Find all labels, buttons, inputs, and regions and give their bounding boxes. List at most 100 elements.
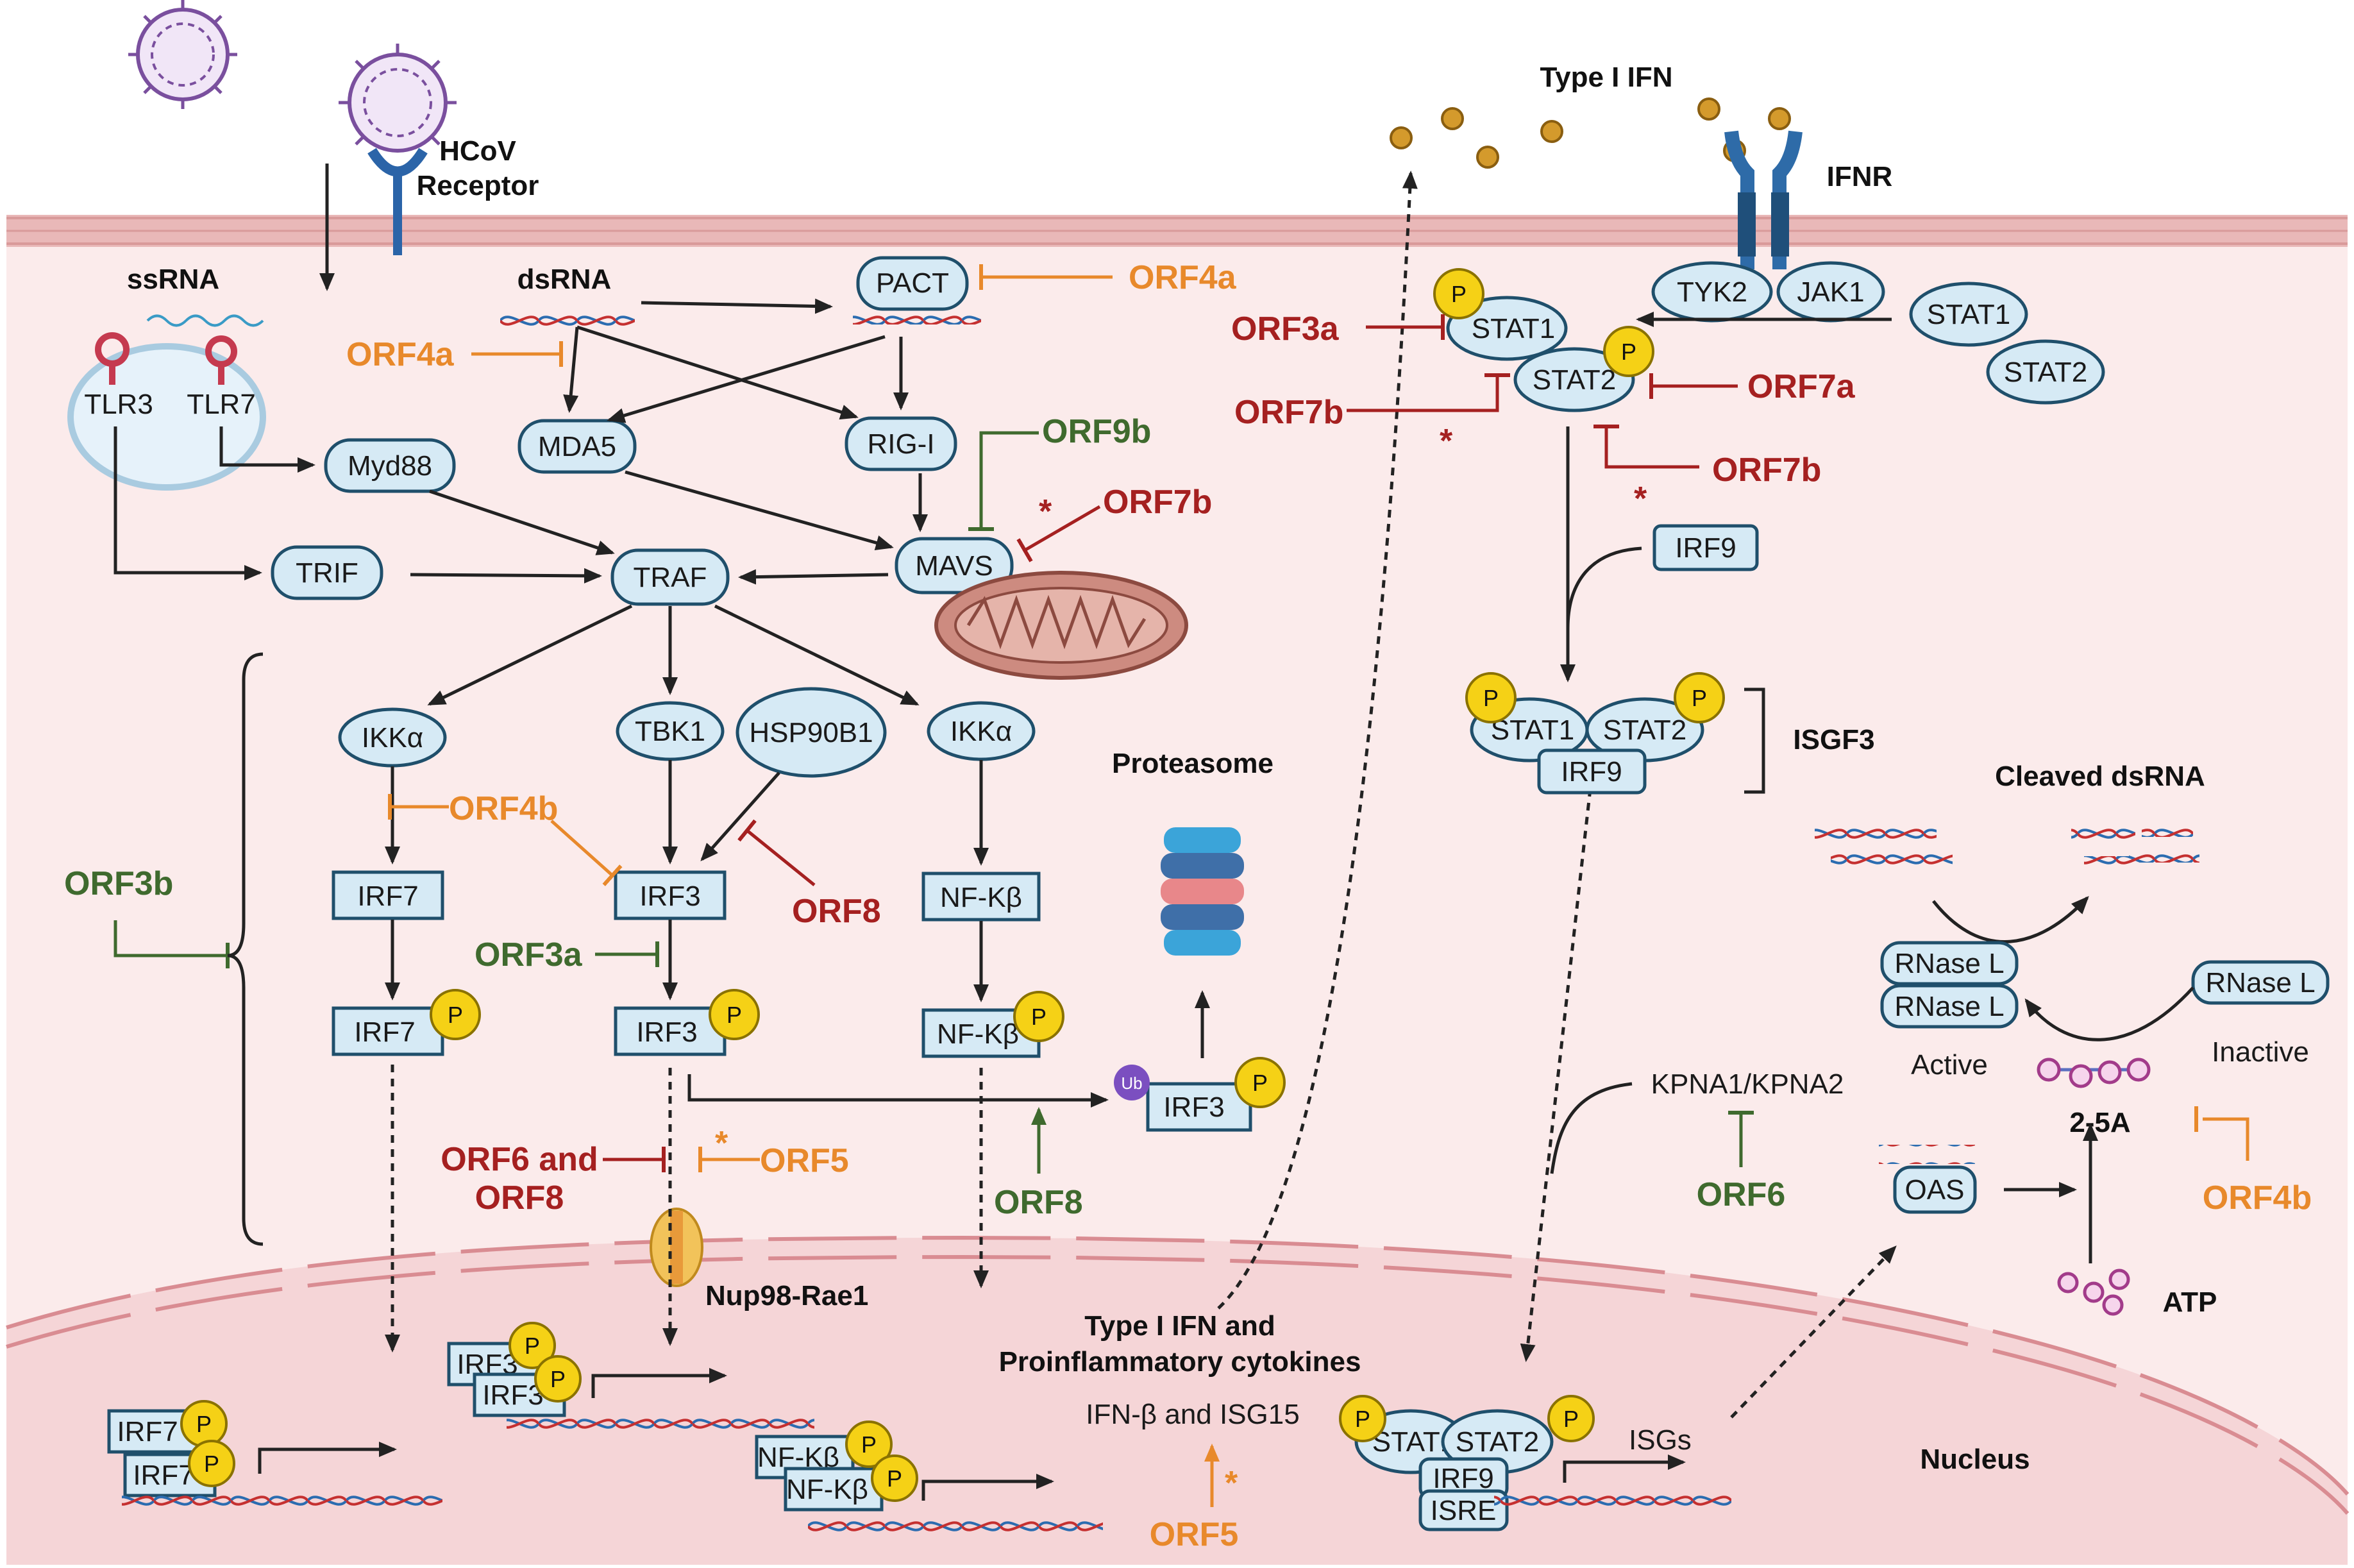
svg-text:ISRE: ISRE [1431,1495,1497,1526]
irf3-ubiquitinated-node: IRF3 Ub P [1114,1057,1286,1132]
nuclear-irf7-complex: IRF7 IRF7 P P [107,1400,442,1513]
svg-text:IRF9: IRF9 [1675,532,1736,564]
orf8-hsp-label: ORF8 [792,893,881,930]
isgf3-label: ISGF3 [1793,724,1874,755]
svg-text:TRIF: TRIF [296,557,358,589]
asterisk: * [1634,480,1647,518]
svg-text:P: P [1483,685,1499,711]
atp-label: ATP [2163,1286,2217,1318]
svg-text:PACT: PACT [876,267,949,299]
svg-text:STAT1: STAT1 [1491,714,1574,746]
ifnr-receptor-icon [1724,130,1803,269]
nup98-rae1-label: Nup98-Rae1 [705,1280,868,1311]
ssrna-icon [146,314,264,327]
isgf3-complex: STAT1 STAT2 P P IRF9 [1465,672,1725,795]
rnase-l-active-node: RNase L RNase L [1880,941,2019,1029]
two-5a-label: 2-5A [2069,1107,2130,1138]
svg-text:P: P [204,1451,219,1477]
orf5-nup-label: ORF5 [760,1142,849,1179]
svg-text:STAT1: STAT1 [1927,299,2010,330]
tlr7-receptor-icon [205,335,237,385]
svg-text:P: P [861,1431,877,1458]
brace [227,652,264,1246]
svg-text:RNase L: RNase L [2205,967,2315,999]
nucleus [6,1235,2350,1565]
irf7-phospho-node: IRF7 P [332,989,481,1056]
svg-text:P: P [1692,685,1707,711]
isgs-label: ISGs [1629,1424,1692,1456]
trif-node: TRIF [271,545,383,600]
nfkb-node: NF-Kβ [921,872,1041,922]
virus-icon [339,44,457,153]
oas-node: OAS [1893,1165,1977,1214]
svg-text:IRF3: IRF3 [639,881,700,912]
svg-text:IKKα: IKKα [950,716,1012,747]
stat2-phospho-node: STAT2 P [1513,326,1654,412]
svg-text:OAS: OAS [1905,1174,1965,1206]
svg-text:P: P [727,1002,742,1028]
dsrna-icon [500,301,635,327]
tlr3-label: TLR3 [84,389,153,420]
svg-text:RNase L: RNase L [1894,948,2004,979]
rnase-l-inactive-node: RNase L [2191,960,2330,1005]
svg-text:MAVS: MAVS [915,550,993,582]
svg-text:STAT2: STAT2 [2004,357,2087,388]
stat1-phospho-node: STAT1 P [1433,268,1568,361]
svg-text:IRF7: IRF7 [133,1460,194,1491]
tlr7-label: TLR7 [187,389,256,420]
tyk2-node: TYK2 [1651,261,1773,323]
svg-text:P: P [1355,1406,1370,1432]
irf3-phospho-node: IRF3 P [614,989,760,1056]
orf4b-2-5a-label: ORF4b [2203,1179,2312,1217]
svg-text:RNase L: RNase L [1894,991,2004,1022]
mitochondrion-icon [934,571,1188,680]
cleaved-dsrna-icon [2142,818,2193,837]
traf-node: TRAF [610,548,730,606]
svg-text:IRF7: IRF7 [117,1416,178,1447]
svg-text:P: P [196,1411,212,1437]
plasma-membrane [6,215,2348,247]
orf4a-pact-label: ORF4a [1129,259,1237,296]
hsp90b1-node: HSP90B1 [736,687,887,778]
rig-i-node: RIG-I [845,416,957,471]
nfkb-phospho-node: NF-Kβ P [921,991,1064,1058]
kpna-label: KPNA1/KPNA2 [1651,1068,1844,1100]
svg-text:MDA5: MDA5 [538,431,616,462]
orf5-ifn-label: ORF5 [1150,1516,1239,1553]
svg-text:P: P [550,1366,566,1392]
active-label: Active [1911,1049,1988,1081]
svg-text:NF-Kβ: NF-Kβ [940,882,1022,913]
inactive-label: Inactive [2212,1036,2309,1068]
dsrna-on-oas-icon [1879,1145,1975,1164]
svg-text:Ub: Ub [1121,1074,1142,1093]
svg-text:P: P [448,1002,463,1028]
isgf3-bracket [1744,687,1765,794]
irf3-node: IRF3 [614,870,727,920]
svg-text:P: P [1031,1004,1047,1030]
svg-text:P: P [1563,1406,1579,1432]
svg-text:IRF9: IRF9 [1561,756,1622,788]
nuclear-irf3-complex: IRF3 IRF3 P P [447,1322,814,1433]
myd88-node: Myd88 [324,438,456,493]
two-5a-icon [2037,1058,2151,1088]
proteasome-label: Proteasome [1112,748,1274,779]
ifnb-isg15-label: IFN-β and ISG15 [1086,1399,1299,1430]
arrows-middle [385,760,1210,1108]
orf6-kpna-label: ORF6 [1697,1176,1786,1213]
svg-text:JAK1: JAK1 [1797,276,1864,308]
asterisk: * [1039,493,1052,530]
orf3a-stat1-label: ORF3a [1231,310,1340,348]
svg-text:P: P [1621,339,1636,365]
stat2-free-node: STAT2 [1986,339,2105,405]
svg-text:HSP90B1: HSP90B1 [749,717,873,748]
tlr3-receptor-icon [95,332,130,385]
svg-text:STAT2: STAT2 [1533,364,1616,396]
orf7b-mavs-label: ORF7b [1103,484,1212,521]
svg-text:P: P [1451,281,1467,307]
svg-text:P: P [887,1465,902,1492]
mavs-node: MAVS [895,537,1014,594]
nuclear-isgf3-complex: STAT1 STAT2 P P IRF9 ISRE [1339,1395,1731,1531]
